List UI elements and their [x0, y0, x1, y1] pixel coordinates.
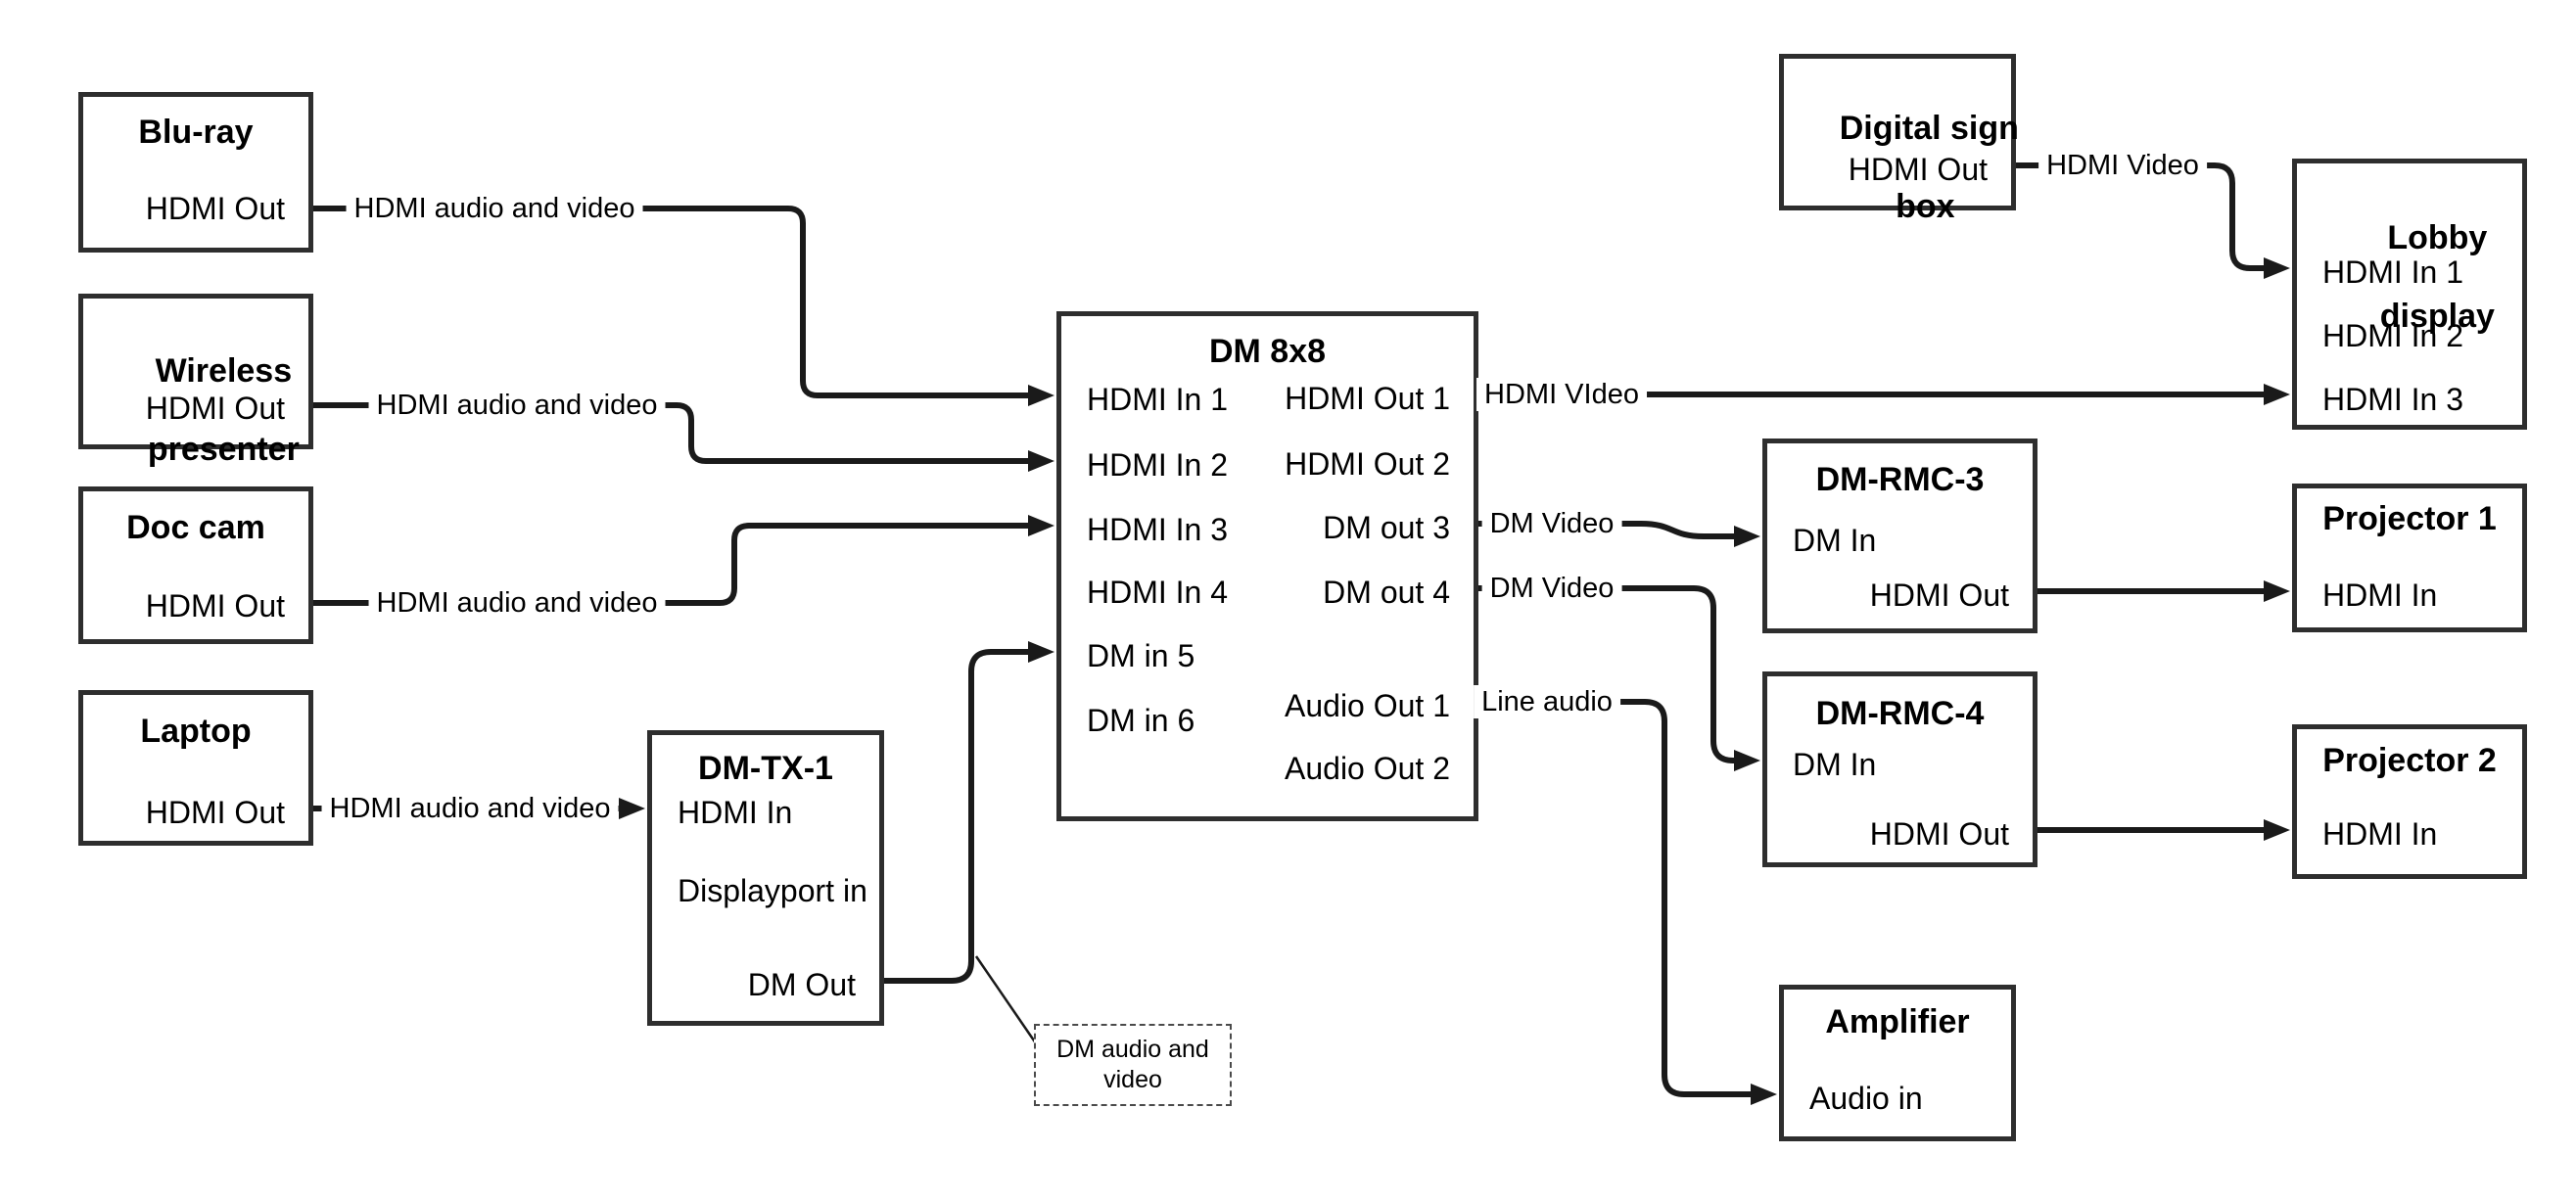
- arrow-lobby-in1: [2264, 257, 2290, 279]
- port-dm8x8-audio-out2: Audio Out 2: [1285, 751, 1450, 786]
- arrow-dm8x8-in2: [1028, 450, 1054, 472]
- port-dm8x8-dm-in6: DM in 6: [1087, 703, 1195, 738]
- port-lobby-hdmi-in3: HDMI In 3: [2322, 382, 2464, 417]
- node-digital-sign-box: Digital sign box HDMI Out: [1779, 54, 2019, 225]
- port-laptop-hdmi-out: HDMI Out: [145, 795, 285, 830]
- port-proj2-hdmi-in: HDMI In: [2322, 816, 2438, 852]
- arrow-dm8x8-in3: [1028, 515, 1054, 536]
- port-dm8x8-dm-out4: DM out 4: [1323, 575, 1450, 610]
- node-dmrmc3-title: DM-RMC-3: [1815, 461, 1985, 498]
- arrow-lobby-in3: [2264, 384, 2290, 405]
- wire-dmtx1-to-dm8x8-in5: [884, 649, 1030, 984]
- node-dm8x8-title: DM 8x8: [1208, 333, 1327, 370]
- node-lobby-display: Lobby display HDMI In 1 HDMI In 2 HDMI I…: [2292, 159, 2527, 430]
- arrow-proj2-in: [2264, 819, 2290, 841]
- node-dmrmc4-title: DM-RMC-4: [1815, 695, 1985, 732]
- wire-label-dm-out4: DM Video: [1481, 572, 1622, 605]
- node-digital-sign-title-line1: Digital sign: [1839, 110, 2019, 147]
- arrow-dm8x8-in1: [1028, 385, 1054, 406]
- port-bluray-hdmi-out: HDMI Out: [145, 191, 285, 226]
- annotation-line2: video: [1103, 1066, 1162, 1093]
- port-dm8x8-dm-in5: DM in 5: [1087, 638, 1195, 673]
- arrow-dmrmc4-in: [1734, 750, 1760, 771]
- port-dmtx1-hdmi-in: HDMI In: [678, 795, 793, 830]
- wire-label-bluray: HDMI audio and video: [346, 192, 643, 225]
- port-dm8x8-hdmi-out1: HDMI Out 1: [1285, 381, 1450, 416]
- node-proj1-title: Projector 1: [2322, 500, 2497, 537]
- wire-label-digital-sign: HDMI Video: [2038, 149, 2207, 182]
- node-bluray-title: Blu-ray: [138, 114, 254, 151]
- node-doccam-title: Doc cam: [126, 509, 265, 546]
- annotation-line1: DM audio and: [1056, 1036, 1209, 1063]
- node-dmtx1-title: DM-TX-1: [698, 750, 833, 787]
- annotation-dm-audio-video: DM audio and video: [1034, 1024, 1232, 1106]
- node-proj1: Projector 1 HDMI In: [2292, 484, 2527, 632]
- arrow-dmtx1-in: [619, 798, 645, 819]
- port-dmrmc3-dm-in: DM In: [1793, 523, 1877, 558]
- arrow-dm8x8-in5: [1028, 641, 1054, 663]
- port-lobby-hdmi-in1: HDMI In 1: [2322, 254, 2464, 290]
- node-wireless-title: Wireless presenter: [83, 312, 308, 508]
- port-doccam-hdmi-out: HDMI Out: [145, 588, 285, 624]
- node-laptop: Laptop HDMI Out: [78, 690, 313, 846]
- wire-label-hdmi-out1: HDMI VIdeo: [1476, 378, 1647, 411]
- arrow-proj1-in: [2264, 580, 2290, 602]
- node-amplifier: Amplifier Audio in: [1779, 985, 2016, 1141]
- port-dm8x8-hdmi-in3: HDMI In 3: [1087, 512, 1229, 547]
- node-proj2-title: Projector 2: [2322, 742, 2497, 779]
- node-digital-sign-title: Digital sign box: [1784, 69, 2019, 265]
- port-lobby-hdmi-in2: HDMI In 2: [2322, 318, 2464, 353]
- wire-label-laptop: HDMI audio and video: [321, 792, 619, 825]
- node-digital-sign-title-line2: box: [1896, 188, 1955, 225]
- wire-label-doccam: HDMI audio and video: [368, 586, 666, 620]
- node-amplifier-title: Amplifier: [1825, 1003, 1970, 1040]
- callout-line: [974, 955, 1038, 1044]
- node-dmtx1: DM-TX-1 HDMI In Displayport in DM Out: [647, 730, 884, 1026]
- node-wireless-title-line2: presenter: [147, 431, 300, 468]
- wire-label-wireless: HDMI audio and video: [368, 389, 666, 422]
- arrow-dmrmc3-in: [1734, 526, 1760, 547]
- wire-label-dm-out3: DM Video: [1481, 507, 1622, 540]
- node-wireless-presenter: Wireless presenter HDMI Out: [78, 294, 313, 468]
- port-dmrmc3-hdmi-out: HDMI Out: [1869, 577, 2009, 613]
- port-dm8x8-hdmi-out2: HDMI Out 2: [1285, 446, 1450, 482]
- node-lobby-title-line1: Lobby: [2387, 219, 2488, 256]
- node-dmrmc4: DM-RMC-4 DM In HDMI Out: [1762, 671, 2037, 867]
- node-laptop-title: Laptop: [140, 713, 252, 750]
- port-dmrmc4-hdmi-out: HDMI Out: [1869, 816, 2009, 852]
- wire-label-audio-out1: Line audio: [1474, 685, 1620, 718]
- node-dmrmc3: DM-RMC-3 DM In HDMI Out: [1762, 439, 2037, 633]
- port-proj1-hdmi-in: HDMI In: [2322, 577, 2438, 613]
- port-dm8x8-hdmi-in4: HDMI In 4: [1087, 575, 1229, 610]
- port-dm8x8-hdmi-in1: HDMI In 1: [1087, 382, 1229, 417]
- port-dmtx1-displayport-in: Displayport in: [678, 873, 867, 908]
- node-bluray: Blu-ray HDMI Out: [78, 92, 313, 253]
- port-amplifier-audio-in: Audio in: [1809, 1081, 1923, 1116]
- port-wireless-hdmi-out: HDMI Out: [145, 391, 285, 426]
- port-digital-sign-hdmi-out: HDMI Out: [1848, 152, 1988, 187]
- wire-dm8x8-out4-to-dmrmc4: [1478, 585, 1737, 763]
- port-dm8x8-dm-out3: DM out 3: [1323, 510, 1450, 545]
- port-dmrmc4-dm-in: DM In: [1793, 747, 1877, 782]
- port-dm8x8-hdmi-in2: HDMI In 2: [1087, 447, 1229, 483]
- node-dm8x8: DM 8x8 HDMI In 1 HDMI In 2 HDMI In 3 HDM…: [1056, 311, 1478, 821]
- node-lobby-title: Lobby display: [2297, 179, 2522, 375]
- node-wireless-title-line1: Wireless: [155, 352, 293, 390]
- node-lobby-title-line2: display: [2379, 298, 2495, 335]
- arrow-amplifier-in: [1751, 1084, 1777, 1105]
- wire-dm8x8-aout1-to-amplifier: [1478, 699, 1754, 1097]
- port-dm8x8-audio-out1: Audio Out 1: [1285, 688, 1450, 723]
- node-doccam: Doc cam HDMI Out: [78, 486, 313, 644]
- port-dmtx1-dm-out: DM Out: [747, 967, 856, 1002]
- wire-bluray-to-dm8x8-in1: [313, 206, 1030, 398]
- node-proj2: Projector 2 HDMI In: [2292, 724, 2527, 879]
